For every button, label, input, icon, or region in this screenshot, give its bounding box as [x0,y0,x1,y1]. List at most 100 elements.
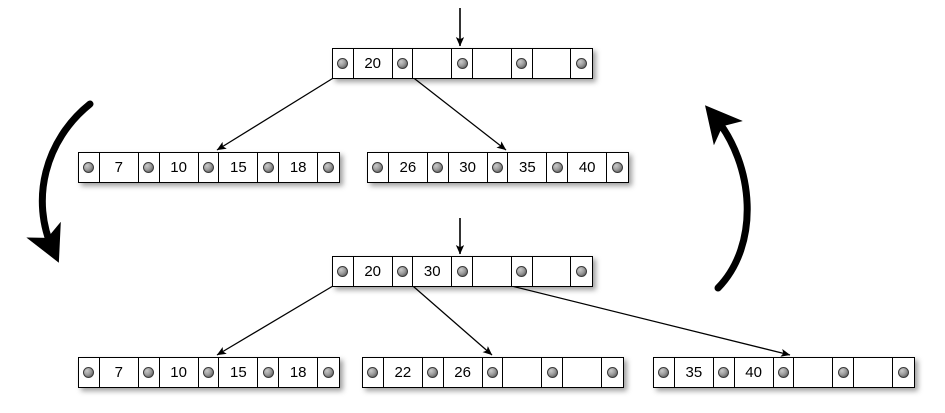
root-node-after-key-3: 30 [413,257,453,286]
leaf-node-before-right-pointer-8 [607,153,628,182]
leaf-node-after-middle-pointer-2 [422,358,444,387]
flow-arrow-right-upward [705,105,751,292]
pointer-dot-icon [778,367,789,378]
leaf-node-before-left-pointer-6 [258,153,280,182]
flow-arrow-left-downward [26,100,94,263]
pointer-dot-icon [396,58,408,69]
leaf-node-before-right-pointer-2 [427,153,449,182]
leaf-node-before-right-key-1: 26 [388,153,428,182]
pointer-dot-icon [576,266,588,277]
leaf-node-after-left-pointer-2 [138,358,160,387]
root-node-after-key-5 [472,257,512,286]
leaf-node-before-left-key-5: 15 [219,153,259,182]
leaf-node-before-right-key-3: 30 [448,153,488,182]
root-node-before-pointer-0 [333,49,354,78]
leaf-node-after-right-pointer-0 [654,358,675,387]
leaf-node-after-middle-key-7 [563,358,603,387]
leaf-node-after-left-pointer-4 [198,358,220,387]
pointer-dot-icon [898,367,910,378]
leaf-node-before-left-pointer-0 [79,153,100,182]
pointer-dot-icon [487,367,498,378]
pointer-dot-icon [367,367,379,378]
root-node-before-pointer-2 [392,49,414,78]
leaf-node-after-left-key-7: 18 [279,358,319,387]
leaf-node-after-left-pointer-6 [258,358,280,387]
pointer-dot-icon [323,162,335,173]
leaf-node-after-middle-pointer-4 [482,358,504,387]
leaf-node-after-left-pointer-8 [318,358,339,387]
leaf-node-before-right-pointer-0 [368,153,389,182]
leaf-node-after-middle-key-1: 22 [383,358,423,387]
pointer-dot-icon [337,266,349,277]
pointer-dot-icon [551,162,563,173]
pointer-dot-icon [516,266,528,277]
link-before-root-p1-to-left-leaf [216,71,344,151]
pointer-dot-icon [718,367,730,378]
leaf-node-before-left-pointer-4 [198,153,220,182]
root-node-before-pointer-6 [511,49,533,78]
leaf-node-before-right-pointer-4 [487,153,509,182]
pointer-dot-icon [203,162,214,173]
leaf-node-before-right-key-7: 40 [568,153,608,182]
pointer-dot-icon [337,58,349,69]
pointer-dot-icon [492,162,503,173]
root-node-after-key-7 [532,257,572,286]
leaf-node-before-left-key-3: 10 [159,153,199,182]
pointer-dot-icon [576,58,588,69]
root-node-before-key-1: 20 [353,49,393,78]
leaf-node-before-right-key-5: 35 [508,153,548,182]
pointer-dot-icon [83,367,95,378]
pointer-dot-icon [456,58,468,69]
root-node-before-pointer-8 [571,49,593,78]
leaf-node-after-right-key-5 [794,358,834,387]
leaf-node-before-left-pointer-2 [138,153,160,182]
root-node-before-key-5 [472,49,512,78]
leaf-node-after-right-pointer-6 [833,358,855,387]
leaf-node-after-middle-key-3: 26 [443,358,483,387]
root-node-after-pointer-4 [452,257,473,286]
leaf-node-after-right-key-1: 35 [674,358,714,387]
leaf-node-after-middle: 22 26 [362,357,624,388]
leaf-node-before-left-key-1: 7 [99,153,139,182]
leaf-node-before-left-key-7: 18 [279,153,319,182]
pointer-dot-icon [546,367,558,378]
leaf-node-before-right: 26 30 35 40 [367,152,629,183]
root-node-after-pointer-8 [571,257,593,286]
pointer-dot-icon [658,367,670,378]
pointer-dot-icon [262,162,274,173]
link-after-root-p2-to-middle-leaf [405,279,493,356]
leaf-node-before-left-pointer-8 [318,153,339,182]
pointer-dot-icon [262,367,274,378]
leaf-node-after-right-key-7 [854,358,894,387]
pointer-dot-icon [143,367,155,378]
pointer-dot-icon [323,367,335,378]
root-node-after-pointer-6 [511,257,533,286]
link-after-root-p1-to-left-leaf [216,279,344,356]
leaf-node-before-right-pointer-6 [547,153,569,182]
root-node-before-key-3 [413,49,453,78]
link-after-root-p3-to-right-leaf [462,273,791,357]
pointer-dot-icon [516,58,528,69]
leaf-node-after-right-pointer-4 [773,358,795,387]
leaf-node-after-left-pointer-0 [79,358,100,387]
leaf-node-after-left-key-1: 7 [99,358,139,387]
leaf-node-after-left-key-5: 15 [219,358,259,387]
leaf-node-after-middle-pointer-8 [602,358,623,387]
root-node-after-key-1: 20 [353,257,393,286]
pointer-dot-icon [432,162,444,173]
pointer-dot-icon [203,367,214,378]
leaf-node-after-right-pointer-2 [713,358,735,387]
pointer-dot-icon [143,162,155,173]
pointer-dot-icon [837,367,849,378]
leaf-node-before-left: 7 10 15 18 [78,152,340,183]
pointer-dot-icon [372,162,384,173]
pointer-dot-icon [396,266,408,277]
pointer-dot-icon [456,266,468,277]
pointer-dot-icon [427,367,439,378]
flow-arrow-group [26,100,751,292]
leaf-node-after-middle-key-5 [503,358,543,387]
leaf-node-after-right-pointer-8 [893,358,914,387]
